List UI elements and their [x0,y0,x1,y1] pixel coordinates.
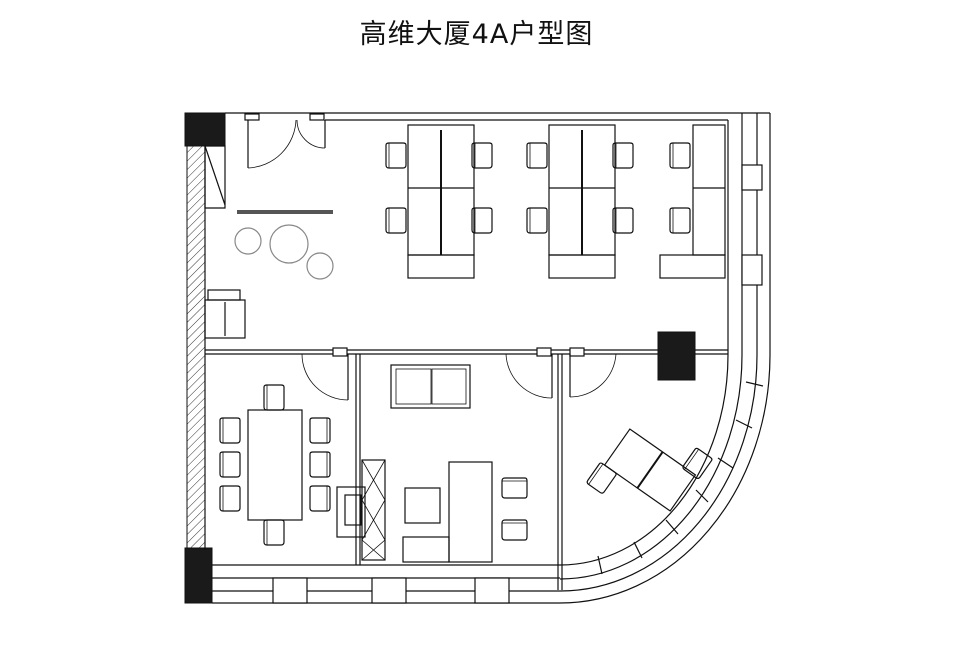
manager-desk [585,428,714,512]
door-manager-office[interactable] [569,353,617,398]
chair [263,519,285,546]
cabinet [361,459,386,561]
column-center [657,331,696,381]
desk [448,461,493,563]
chair [526,142,548,169]
chair [471,142,493,169]
chair [669,207,691,234]
chair [501,477,528,499]
curtain-wall-mullions [597,381,764,575]
chair [309,451,331,478]
chair [219,451,241,478]
lounge-area [204,210,334,339]
chair [612,142,634,169]
chair [681,446,714,481]
chair [669,142,691,169]
conference-table-set [219,384,331,546]
chair [612,207,634,234]
door-entrance[interactable] [247,119,326,169]
chair [385,207,407,234]
column-bottom-left [184,547,213,604]
chair [471,207,493,234]
door-meeting-room[interactable] [301,353,349,401]
chair [219,417,241,444]
exterior-walls [184,112,771,604]
chair [263,384,285,411]
chair [501,519,528,541]
office-furniture [336,364,528,563]
door-office[interactable] [505,353,553,399]
hatched-wall [186,145,206,551]
chair [585,461,618,495]
conference-table [247,409,303,521]
workstation-cluster-1 [385,124,493,279]
sofa [390,364,471,409]
chair [309,485,331,512]
office-chair [404,487,441,524]
round-table [306,252,334,280]
column-top-left [184,112,226,147]
round-table [269,224,309,264]
workstation-cluster-3 [659,124,726,279]
round-table [234,227,262,255]
workstation-cluster-2 [526,124,634,279]
chair [219,485,241,512]
plan-title: 高维大厦4A户型图 [359,19,594,50]
chair [309,417,331,444]
chair [385,142,407,169]
bar-counter [237,210,333,214]
reception-counter [204,145,226,209]
interior-partitions [205,331,728,590]
chair [526,207,548,234]
